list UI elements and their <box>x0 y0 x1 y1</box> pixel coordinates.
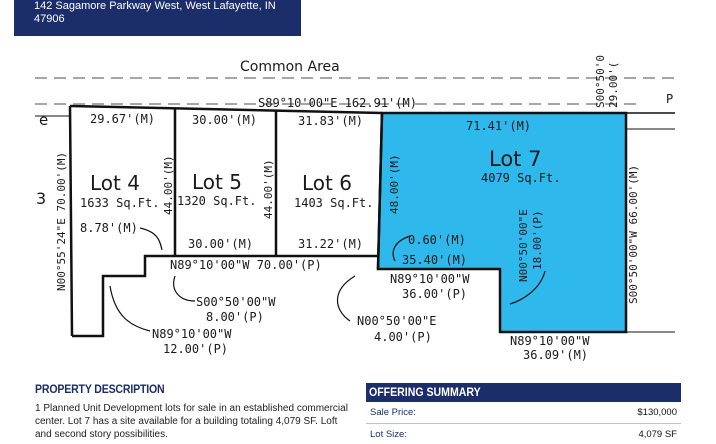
lower-boundary <box>72 254 378 338</box>
property-description: PROPERTY DESCRIPTION 1 Planned Unit Deve… <box>35 382 355 441</box>
sale-price-value: $130,000 <box>637 407 677 418</box>
offering-summary-title-text: OFFERING SUMMARY <box>369 385 481 399</box>
dim-3540: 35.40'(M) <box>402 253 467 267</box>
leader-s00-8 <box>173 275 196 302</box>
lot-7-right-vertical: S00°50'00"W 66.00'(M) <box>627 165 640 304</box>
lot-7-top-dim: 71.41'(M) <box>466 119 531 133</box>
n00-4-line-2: 4.00'(P) <box>374 330 432 344</box>
s00-8-line-1: S00°50'00"W <box>196 295 276 309</box>
offering-summary-title: OFFERING SUMMARY <box>366 383 681 402</box>
lot-5-right-vertical: 44.00'(M) <box>262 159 275 219</box>
lot-4-area: 1633 Sq.Ft. <box>80 196 159 210</box>
lot-4-right-vertical: 44.00'(M) <box>162 155 175 215</box>
lot-5-top-dim: 30.00'(M) <box>192 113 257 127</box>
bearing-36-line-2: 36.00'(P) <box>402 287 467 301</box>
lot-4-left-line <box>68 105 74 337</box>
lot-7-area: 4079 Sq.Ft. <box>481 171 560 185</box>
dim-060: 0.60'(M) <box>408 233 466 247</box>
lot-6-right-vertical: 48.00'(M) <box>388 154 401 214</box>
bearing-36-line-1: N89°10'00"W <box>390 272 470 286</box>
lot-7-inner-vertical-1: N00°50'00"E <box>517 209 530 282</box>
property-description-text: 1 Planned Unit Development lots for sale… <box>35 403 348 440</box>
lot-5-area: 1320 Sq.Ft. <box>177 194 256 208</box>
address-line-1: 142 Sagamore Parkway West, West Lafayett… <box>34 0 276 12</box>
lot-4-name: Lot 4 <box>90 171 140 195</box>
lot-4-top-dim: 29.67'(M) <box>90 112 155 126</box>
left-edge-3: 3 <box>36 189 46 208</box>
plat-map: Common Area S89°10'00"E 162.91'(M) S00°5… <box>35 55 675 362</box>
top-boundary <box>69 104 383 115</box>
offering-summary: OFFERING SUMMARY Sale Price: $130,000 Lo… <box>366 383 681 444</box>
left-vertical-dim: N00°55'24"E 70.00'(M) <box>55 152 68 291</box>
lot-5-bottom-dim: 30.00'(M) <box>188 237 253 251</box>
lot-6-7-divider <box>376 112 384 270</box>
bearing-70: N89°10'00"W 70.00'(P) <box>170 258 322 272</box>
leader-n00-4 <box>337 275 356 322</box>
leader-n89-12 <box>109 285 151 332</box>
right-top-vertical-label-2: 29.00'( <box>607 62 620 108</box>
lot-6-top-dim: 31.83'(M) <box>298 114 363 128</box>
lot-5-name: Lot 5 <box>192 170 242 194</box>
address-line-2: 47906 <box>34 13 65 25</box>
n89-12-line-1: N89°10'00"W <box>152 327 232 341</box>
address-banner: 142 Sagamore Parkway West, West Lafayett… <box>14 0 301 36</box>
sale-price-label: Sale Price: <box>370 407 416 418</box>
p-label: P <box>666 92 673 106</box>
offering-row-sale-price: Sale Price: $130,000 <box>366 402 681 424</box>
leader-060 <box>392 235 411 262</box>
lot-6-name: Lot 6 <box>302 171 352 195</box>
s00-8-line-2: 8.00'(P) <box>206 310 264 324</box>
n89-12-line-2: 12.00'(P) <box>163 342 228 356</box>
left-edge-e: e <box>39 111 48 129</box>
right-top-vertical-label: S00°50'0 <box>594 55 607 108</box>
leader-lot7-inner <box>509 270 546 305</box>
common-area-label: Common Area <box>240 59 340 75</box>
lot-6-bottom-dim: 31.22'(M) <box>298 237 363 251</box>
n89-3609-line-1: N89°10'00"W <box>510 334 590 348</box>
lot-4-bottom-small: 8.78'(M) <box>80 221 138 235</box>
top-bearing-label: S89°10'00"E 162.91'(M) <box>258 96 417 110</box>
offering-row-lot-size: Lot Size: 4,079 SF <box>366 424 681 444</box>
property-description-title: PROPERTY DESCRIPTION <box>35 382 165 396</box>
lot-7-name: Lot 7 <box>489 147 541 171</box>
lot-7-inner-vertical-2: 18.00'(P) <box>531 210 544 270</box>
lot-size-value: 4,079 SF <box>638 429 677 440</box>
lot-6-area: 1403 Sq.Ft. <box>294 196 373 210</box>
leader-878 <box>139 227 163 251</box>
n89-3609-line-2: 36.09'(M) <box>523 348 588 362</box>
n00-4-line-1: N00°50'00"E <box>357 314 436 328</box>
lot-size-label: Lot Size: <box>370 429 407 440</box>
